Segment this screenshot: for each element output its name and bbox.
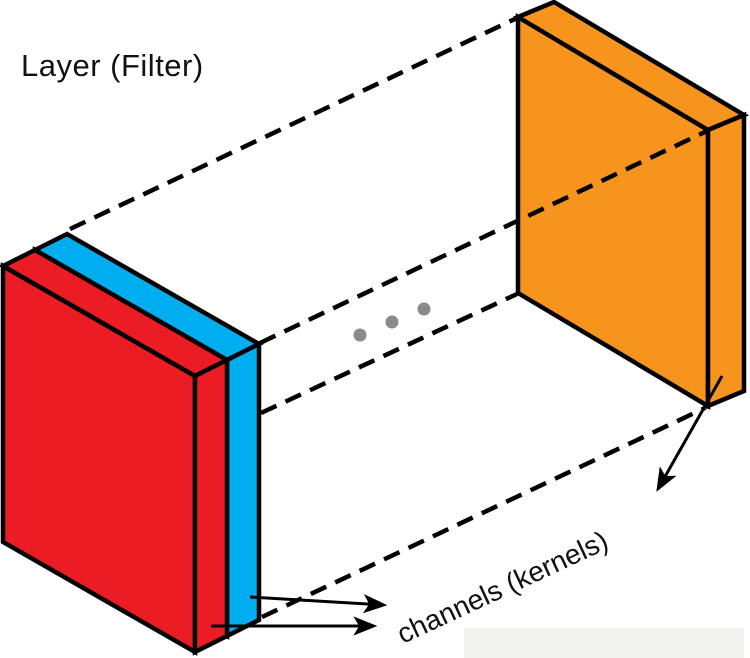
ellipsis-dot	[353, 328, 367, 342]
footer-artifact-band	[464, 628, 744, 658]
red-slab-side-face	[192, 356, 230, 656]
ellipsis-dots	[353, 302, 431, 342]
dashed-connector-top	[69, 15, 518, 232]
orange-kernel-slab	[513, 0, 749, 410]
ellipsis-dot	[385, 315, 399, 329]
dashed-connector-upper-middle	[259, 128, 708, 346]
blue-slab-side-face	[224, 340, 262, 640]
orange-slab-side-face	[705, 111, 747, 410]
orange-kernel-arrow	[656, 375, 724, 492]
dashed-connector-lower-middle	[260, 291, 518, 416]
blue-channel-arrow	[249, 594, 388, 614]
ellipsis-dot	[417, 302, 431, 316]
dashed-connector-bottom	[261, 405, 706, 620]
layer-filter-label: Layer (Filter)	[21, 48, 204, 83]
red-channel-slab	[0, 247, 232, 656]
